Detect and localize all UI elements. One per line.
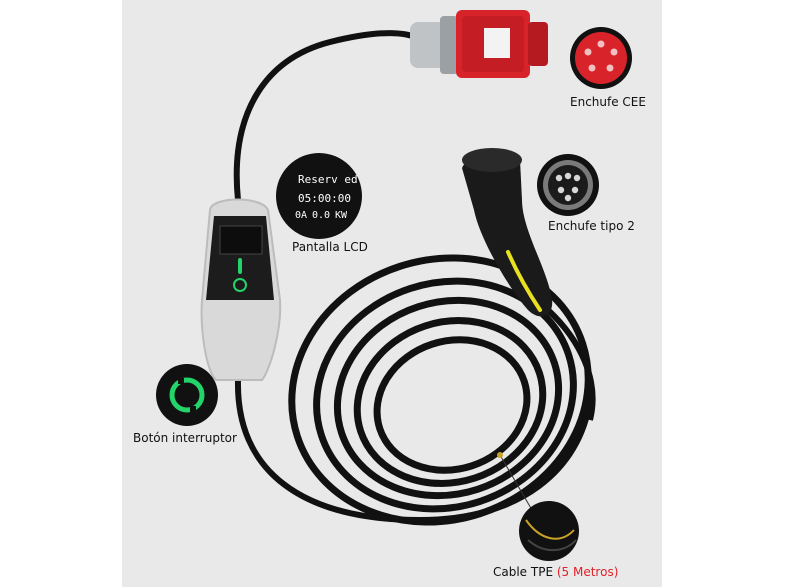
lcd-line3a: 0A — [295, 210, 307, 221]
cable-label: Cable TPE (5 Metros) — [493, 565, 618, 579]
boton-label: Botón interruptor — [133, 431, 237, 445]
cee-plug-icon — [410, 10, 548, 78]
lcd-label: Pantalla LCD — [292, 240, 368, 254]
cable-label-length: (5 Metros) — [556, 565, 619, 579]
lcd-line1: Reserv ed — [298, 173, 358, 186]
lower-cable — [234, 379, 593, 524]
tipo2-label: Enchufe tipo 2 — [548, 219, 635, 233]
cable-label-prefix: Cable TPE — [493, 565, 554, 579]
cee-label: Enchufe CEE — [570, 95, 646, 109]
cee-socket-zoom — [570, 27, 632, 89]
type2-socket-zoom — [537, 154, 599, 216]
cable-zoom — [497, 452, 579, 561]
power-button-icon — [156, 364, 218, 426]
type2-plug-icon — [462, 148, 553, 317]
upper-cable — [233, 30, 421, 203]
charger-controller-icon — [200, 198, 282, 381]
lcd-line3c: KW — [335, 210, 348, 221]
plug-cable — [545, 307, 596, 421]
lcd-zoom: Reserv ed 05:00:00 0A 0.0 KW — [276, 153, 362, 239]
lcd-line3b: 0.0 — [312, 210, 330, 221]
lcd-line2: 05:00:00 — [298, 192, 351, 205]
